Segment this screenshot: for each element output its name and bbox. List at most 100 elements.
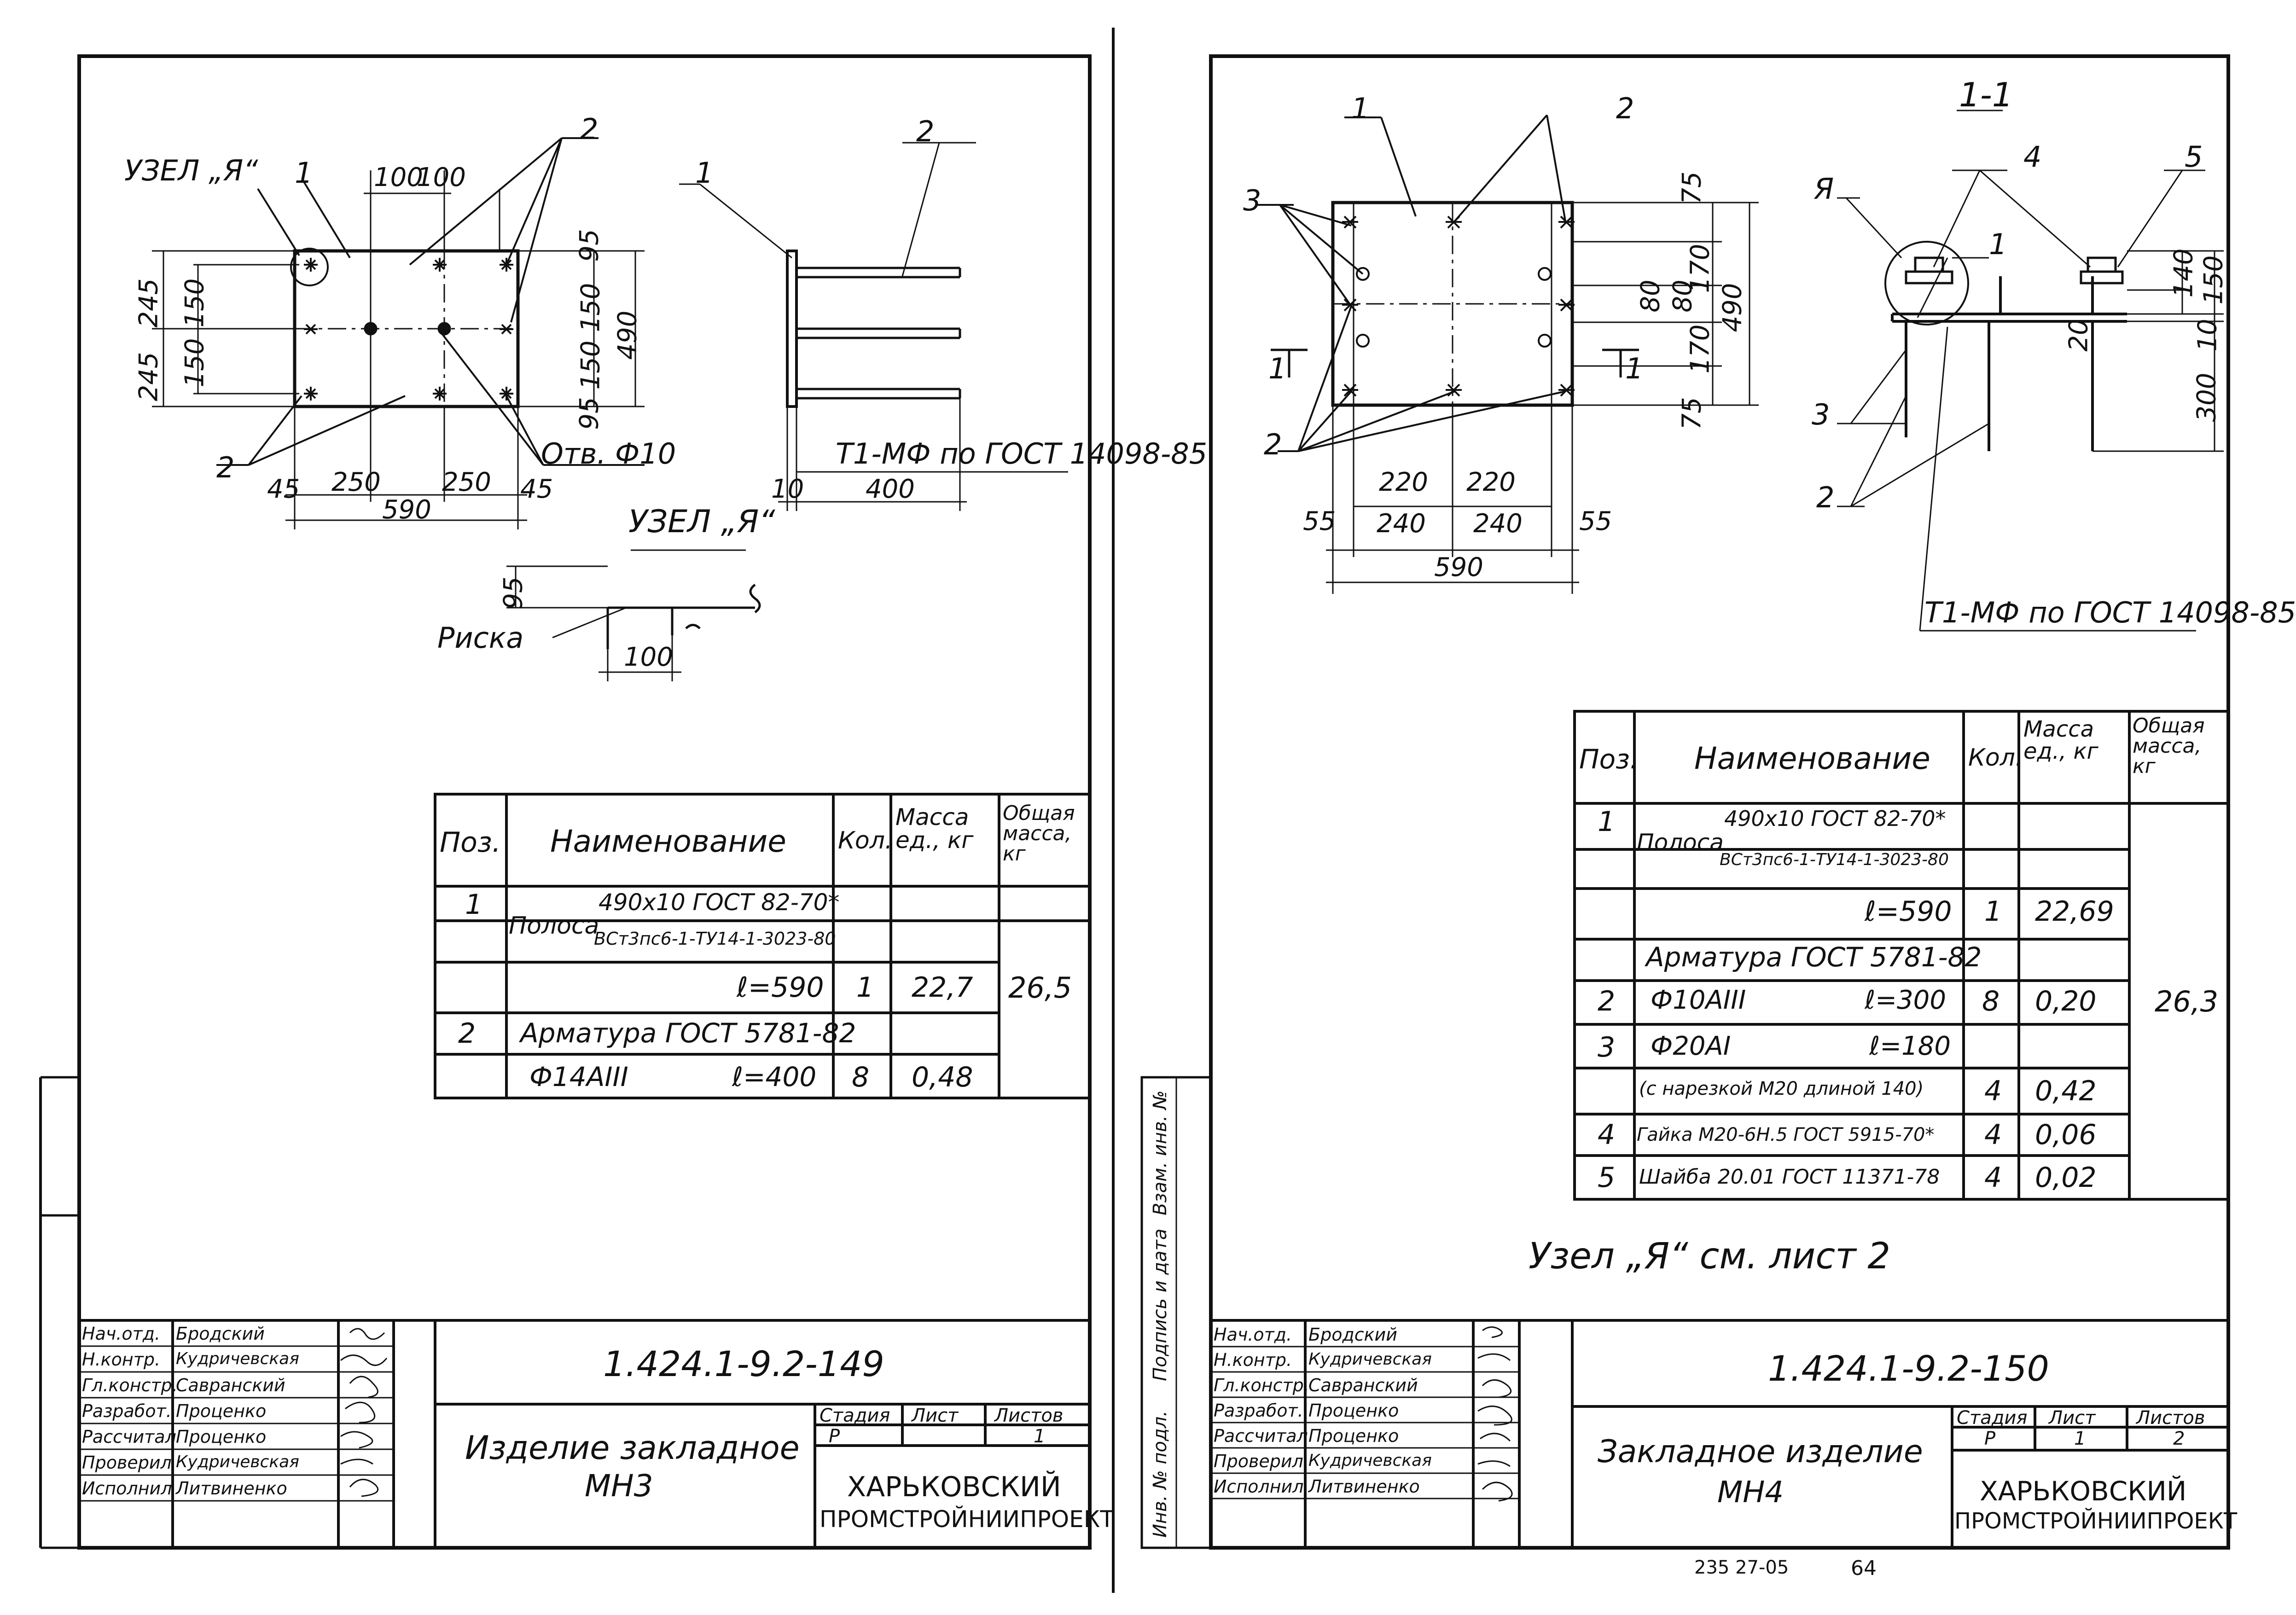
stamp-role: Рассчитал xyxy=(82,1427,176,1447)
table-cell: 1 xyxy=(465,889,483,921)
stamp-name: Бродский xyxy=(176,1324,265,1344)
table-cell: Арматура ГОСТ 5781-82 xyxy=(520,1017,856,1049)
sheets-header: Листов xyxy=(2136,1407,2205,1429)
dimension-label: 150 xyxy=(180,278,210,328)
table-cell: 0,02 xyxy=(2035,1162,2097,1194)
dimension-label: 10 xyxy=(2192,319,2223,352)
table-cell: ℓ=180 xyxy=(1869,1031,1951,1061)
table-cell: 5 xyxy=(1598,1162,1616,1194)
sheet-header: Лист xyxy=(2049,1407,2096,1429)
position-3-label: 3 xyxy=(1243,184,1261,217)
detail-reference-note: Узел „Я“ см. лист 2 xyxy=(1529,1236,1891,1277)
table-cell: 490x10 ГОСТ 82-70* xyxy=(599,889,840,916)
organization-name: ПРОМСТРОЙНИИПРОЕКТ xyxy=(1954,1508,2238,1534)
organization-name: ПРОМСТРОЙНИИПРОЕКТ xyxy=(820,1506,1114,1533)
table-cell: 22,7 xyxy=(912,971,973,1004)
organization-name: ХАРЬКОВСКИЙ xyxy=(1980,1476,2187,1507)
dimension-label: 45 xyxy=(267,474,300,504)
table-cell: (с нарезкой М20 длиной 140) xyxy=(1639,1078,1924,1099)
hole-note: Отв. Ф10 xyxy=(541,437,676,471)
stamp-name: Кудричевская xyxy=(176,1349,299,1368)
stamp-role: Гл.констр. xyxy=(82,1375,178,1395)
footer-code: 235 27-05 xyxy=(1694,1557,1789,1578)
table-cell: 0,42 xyxy=(2035,1075,2097,1107)
stamp-name: Проценко xyxy=(1308,1426,1399,1446)
table-cell: 1 xyxy=(1598,806,1616,838)
position-2-label: 2 xyxy=(1616,92,1634,125)
table-cell: 0,48 xyxy=(912,1061,973,1093)
table-cell: Полоса xyxy=(509,912,599,940)
stamp-role: Исполнил xyxy=(82,1478,172,1499)
dimension-label: 490 xyxy=(612,310,643,360)
stage-header: Стадия xyxy=(820,1405,890,1426)
position-2-label: 2 xyxy=(1816,481,1835,514)
dimension-label: 250 xyxy=(442,467,491,497)
dimension-label: 55 xyxy=(1303,506,1336,536)
position-5-label: 5 xyxy=(2185,140,2203,174)
dimension-label: 100 xyxy=(624,642,673,672)
dimension-label: 400 xyxy=(866,474,915,504)
position-2-label: 2 xyxy=(216,451,235,484)
table-header: Наименование xyxy=(550,824,786,859)
table-total: 26,5 xyxy=(1008,971,1072,1005)
document-title: Закладное изделие xyxy=(1598,1434,1923,1470)
table-cell: ℓ=590 xyxy=(1865,895,1952,928)
stamp-role: Проверил xyxy=(1214,1451,1303,1471)
position-4-label: 4 xyxy=(2023,140,2042,174)
sheet-header: Лист xyxy=(912,1405,959,1426)
dimension-label: 80 xyxy=(1668,279,1698,313)
table-header: Кол. xyxy=(838,827,893,854)
stamp-role: Проверил xyxy=(82,1452,172,1473)
stamp-name: Бродский xyxy=(1308,1325,1397,1345)
stamp-role: Нач.отд. xyxy=(1214,1325,1292,1345)
dimension-label: 170 xyxy=(1685,324,1715,374)
dimension-label: 100 xyxy=(417,163,466,192)
table-header: Поз. xyxy=(1579,744,1639,775)
table-cell: Ф10АIII xyxy=(1651,985,1746,1015)
table-cell: ℓ=300 xyxy=(1865,985,1946,1015)
table-cell: Шайба 20.01 ГОСТ 11371-78 xyxy=(1639,1165,1940,1189)
document-title: Изделие закладное xyxy=(465,1429,800,1467)
dimension-label: 140 xyxy=(2168,248,2199,298)
dimension-label: 150 xyxy=(575,283,606,332)
table-cell: ℓ=590 xyxy=(737,971,824,1004)
dimension-label: 150 xyxy=(2198,255,2229,305)
table-total: 26,3 xyxy=(2155,985,2219,1018)
table-cell: 8 xyxy=(1982,985,2000,1017)
position-1-label: 1 xyxy=(1989,227,2007,261)
table-cell: 4 xyxy=(1598,1119,1616,1151)
dimension-label: 590 xyxy=(382,495,431,525)
table-cell: 1 xyxy=(856,971,874,1004)
dimension-label: 80 xyxy=(1635,279,1666,313)
table-cell: 2 xyxy=(458,1017,476,1050)
table-cell: ВСт3пс6-1-ТУ14-1-3023-80 xyxy=(1720,850,1949,869)
table-cell: Гайка М20-6Н.5 ГОСТ 5915-70* xyxy=(1637,1124,1935,1145)
sheet-value: 1 xyxy=(2074,1428,2086,1449)
document-number: 1.424.1-9.2-149 xyxy=(603,1343,884,1384)
table-header: Общая масса, кг xyxy=(1003,802,1075,866)
dimension-label: 245 xyxy=(134,278,164,328)
stamp-role: Разработ. xyxy=(1214,1400,1303,1421)
position-1-label: 1 xyxy=(1351,92,1370,125)
dimension-label: 95 xyxy=(574,397,605,430)
table-header: Масса ед., кг xyxy=(2023,716,2098,764)
dimension-label: 220 xyxy=(1379,467,1428,497)
table-cell: 8 xyxy=(852,1061,870,1093)
dimension-label: 95 xyxy=(498,576,529,610)
section-title: 1-1 xyxy=(1959,76,2013,114)
organization-name: ХАРЬКОВСКИЙ xyxy=(847,1471,1061,1503)
stamp-name: Проценко xyxy=(176,1427,267,1447)
risk-label: Риска xyxy=(437,621,524,655)
stamp-role: Исполнил xyxy=(1214,1476,1304,1497)
stamp-role: Гл.констр. xyxy=(1214,1375,1309,1395)
sheets-value: 2 xyxy=(2173,1428,2185,1449)
side-stamp-label: Взам. инв. № xyxy=(1150,1090,1171,1215)
dimension-label: 240 xyxy=(1473,509,1523,539)
sheets-header: Листов xyxy=(994,1405,1064,1426)
side-stamp-label: Инв. № подл. xyxy=(1150,1411,1171,1538)
stamp-role: Н.контр. xyxy=(82,1349,161,1370)
stamp-name: Литвиненко xyxy=(1308,1476,1420,1497)
detail-title: УЗЕЛ „Я“ xyxy=(628,504,775,540)
dimension-label: 150 xyxy=(180,338,210,388)
